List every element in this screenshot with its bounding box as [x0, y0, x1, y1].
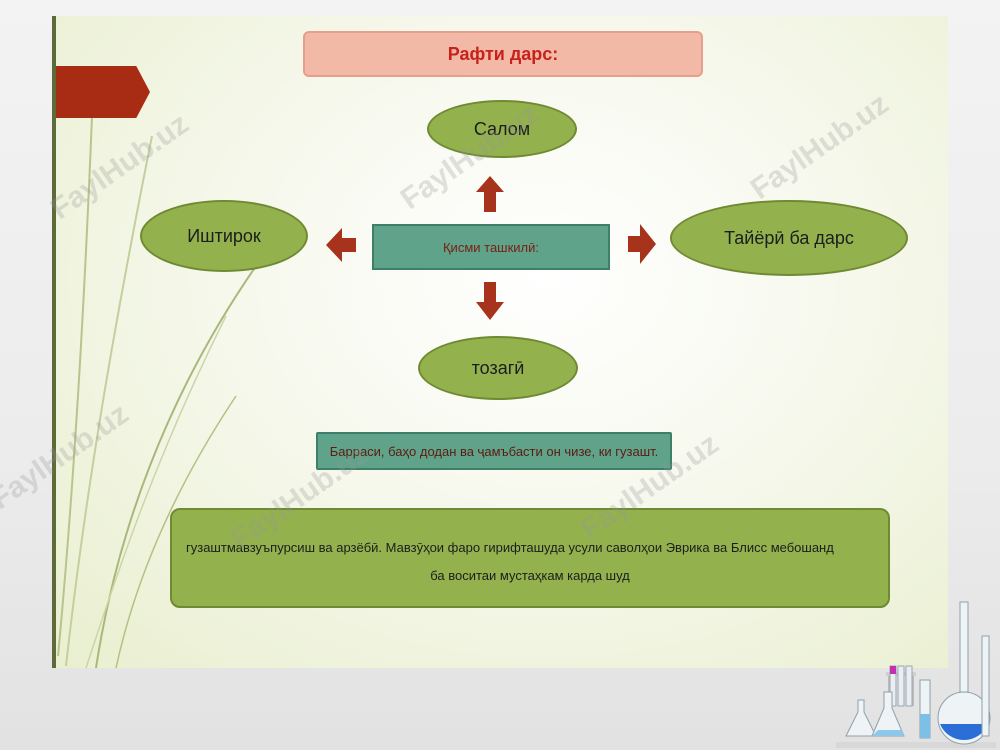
node-left-label: Иштирок: [187, 225, 261, 246]
node-top: Салом: [427, 100, 577, 158]
bottom-box-line1: гузаштмавзуъпурсиш ва арзёбӣ. Мавзӯҳои ф…: [186, 540, 834, 555]
arrow-up-icon: [476, 176, 504, 212]
arrow-left-icon: [326, 228, 356, 262]
side-tab-shape: [56, 66, 150, 118]
grass-decoration: [57, 115, 257, 668]
arrow-down-icon: [476, 282, 504, 320]
summary-box: Барраси, баҳо додан ва ҷамъбасти он чизе…: [316, 432, 672, 470]
center-box: Қисми ташкилӣ:: [372, 224, 610, 270]
arrow-right-icon: [628, 224, 656, 264]
slide-title: Рафти дарс:: [303, 31, 703, 77]
node-left: Иштирок: [140, 200, 308, 272]
node-top-label: Салом: [473, 118, 531, 139]
node-bottom: тозагӣ: [418, 336, 578, 400]
lab-glassware-illustration: [836, 601, 996, 748]
bottom-box-line2: ба воситаи мустаҳкам карда шуд: [430, 568, 630, 583]
node-bottom-label: тозагӣ: [471, 357, 525, 378]
node-right: Тайёрӣ ба дарс: [670, 200, 908, 276]
bottom-box: гузаштмавзуъпурсиш ва арзёбӣ. Мавзӯҳои ф…: [170, 508, 890, 608]
slide: Рафти дарс: Салом Иштирок Тайёрӣ ба дарс…: [52, 16, 948, 668]
node-right-label: Тайёрӣ ба дарс: [724, 227, 854, 248]
